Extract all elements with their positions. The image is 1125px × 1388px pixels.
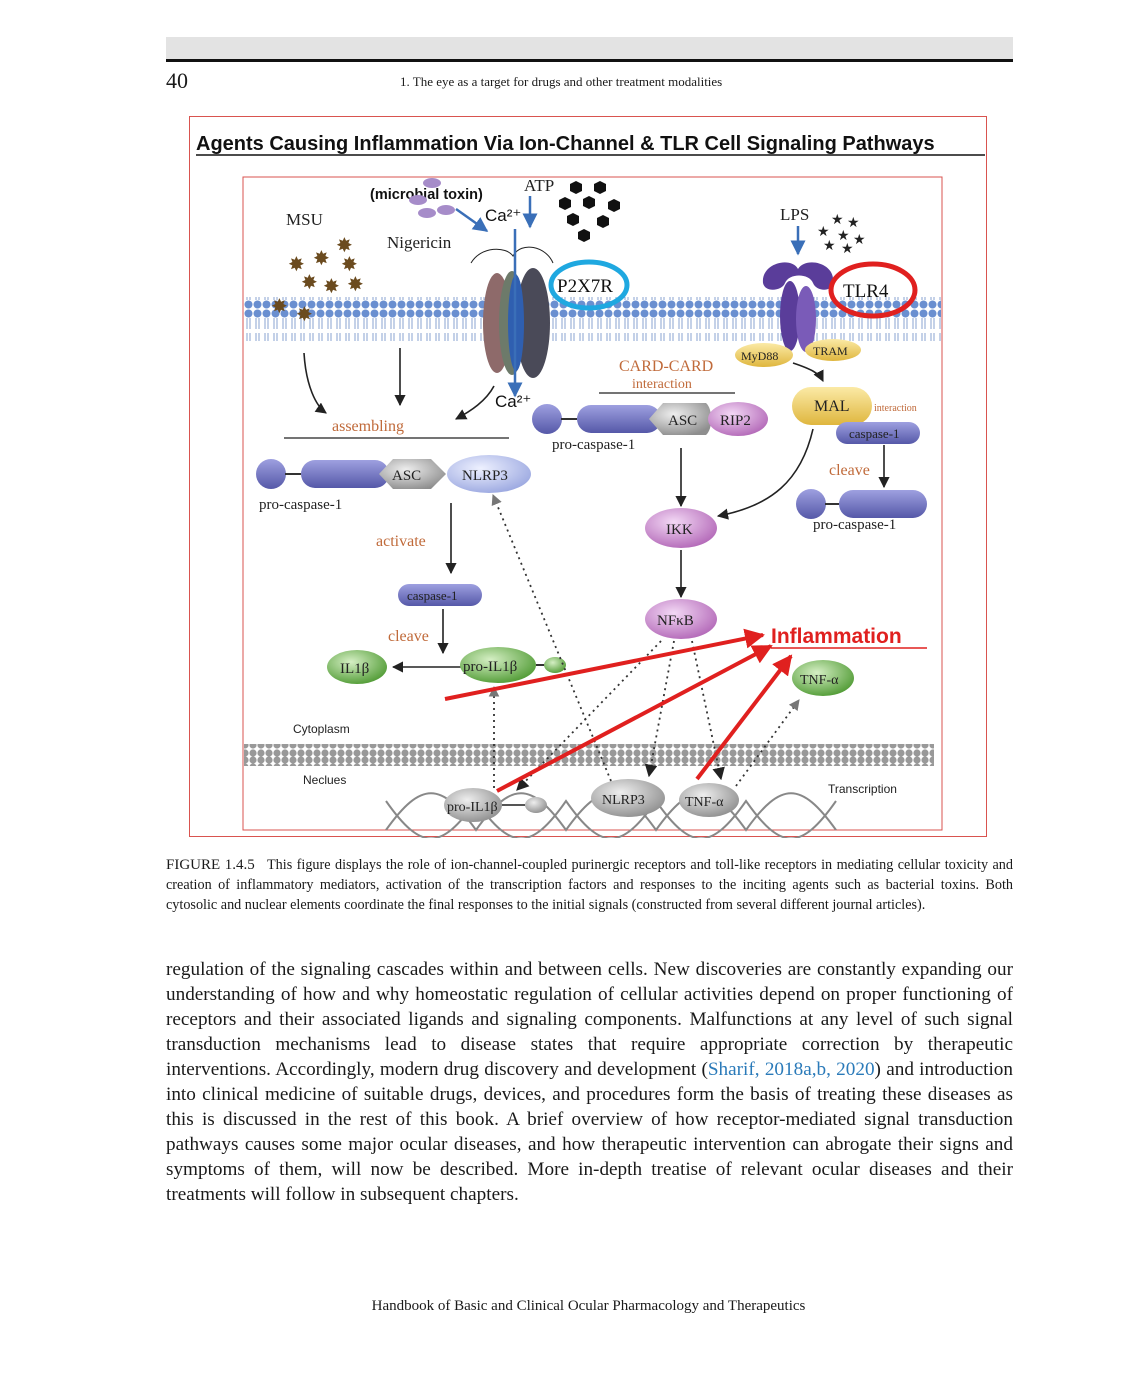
citation-link[interactable]: Sharif, 2018a,b, 2020 bbox=[707, 1059, 875, 1080]
mal-interaction-label: interaction bbox=[874, 403, 917, 414]
msu-label: MSU bbox=[286, 210, 323, 229]
caption-text: This figure displays the role of ion-cha… bbox=[166, 857, 1013, 913]
myd88-label: MyD88 bbox=[741, 349, 778, 363]
nfkb-label: NFκB bbox=[657, 613, 694, 629]
svg-text:✸: ✸ bbox=[288, 254, 305, 276]
svg-text:★: ★ bbox=[837, 229, 850, 244]
tnf-nuc-label: TNF-α bbox=[685, 795, 724, 810]
activate-label: activate bbox=[376, 533, 426, 550]
svg-text:★: ★ bbox=[817, 225, 830, 240]
inflammation-arrows bbox=[444, 628, 793, 793]
ca-bottom-label: Ca²⁺ bbox=[495, 392, 531, 411]
caspase-complex-mid bbox=[532, 402, 768, 436]
caspase-right-label: caspase-1 bbox=[849, 426, 900, 441]
svg-text:★: ★ bbox=[831, 213, 844, 228]
svg-text:✸: ✸ bbox=[271, 296, 288, 318]
svg-text:✸: ✸ bbox=[301, 272, 318, 294]
nuclear-membrane bbox=[244, 744, 934, 766]
page-footer: Handbook of Basic and Clinical Ocular Ph… bbox=[371, 1298, 806, 1314]
asc-rip-label: ASC bbox=[668, 413, 697, 429]
transcription-label: Transcription bbox=[828, 782, 897, 796]
body-text-before: regulation of the signaling cascades wit… bbox=[166, 959, 1013, 1080]
nucleus-label: Neclues bbox=[303, 773, 346, 787]
il1b-label: IL1β bbox=[340, 661, 369, 677]
figure-diagram: Agents Causing Inflammation Via Ion-Chan… bbox=[196, 133, 985, 838]
figure-caption: FIGURE 1.4.5 This figure displays the ro… bbox=[166, 855, 1013, 915]
running-head: 1. The eye as a target for drugs and oth… bbox=[400, 74, 723, 89]
asc-left-label: ASC bbox=[392, 468, 421, 484]
figure: Agents Causing Inflammation Via Ion-Chan… bbox=[189, 116, 987, 838]
inflammation-label: Inflammation bbox=[771, 625, 902, 648]
lps-label: LPS bbox=[780, 205, 809, 224]
header-rule bbox=[166, 59, 1013, 62]
svg-text:✸: ✸ bbox=[347, 274, 364, 296]
body-paragraph: regulation of the signaling cascades wit… bbox=[166, 957, 1013, 1207]
atp-molecules bbox=[559, 181, 620, 242]
dotted-arrows bbox=[488, 494, 800, 791]
svg-text:★: ★ bbox=[847, 216, 860, 231]
p2x7r-channel bbox=[470, 246, 554, 378]
cytoplasm-label: Cytoplasm bbox=[293, 722, 350, 736]
cell-membrane bbox=[244, 297, 941, 341]
pro-il1b-nuc-label: pro-IL1β bbox=[447, 800, 498, 815]
nigericin-label: Nigericin bbox=[387, 233, 452, 252]
body-text-after: ) and introduction into clinical medicin… bbox=[166, 1059, 1013, 1205]
cleave-right-label: cleave bbox=[829, 462, 870, 479]
svg-text:★: ★ bbox=[853, 233, 866, 248]
pro-caspase-mid-label: pro-caspase-1 bbox=[552, 437, 635, 453]
nlrp3-left-label: NLRP3 bbox=[462, 468, 508, 484]
p2x7r-ring bbox=[548, 259, 630, 311]
caspase-left-label: caspase-1 bbox=[407, 588, 458, 603]
lps-molecules: ★ ★ ★ ★ ★ ★ ★ bbox=[817, 213, 866, 257]
figure-label: FIGURE 1.4.5 bbox=[166, 857, 255, 873]
svg-text:★: ★ bbox=[823, 239, 836, 254]
svg-text:★: ★ bbox=[841, 242, 854, 257]
svg-text:✸: ✸ bbox=[341, 254, 358, 276]
svg-text:✸: ✸ bbox=[313, 248, 330, 270]
card-card-label: CARD-CARD bbox=[619, 358, 713, 375]
mal-label: MAL bbox=[814, 398, 850, 415]
tram-label: TRAM bbox=[813, 344, 848, 358]
pro-caspase-right-label: pro-caspase-1 bbox=[813, 517, 896, 533]
cleave-left-label: cleave bbox=[388, 628, 429, 645]
caspase-complex-left bbox=[256, 455, 531, 493]
header-bar bbox=[166, 37, 1013, 59]
figure-title: Agents Causing Inflammation Via Ion-Chan… bbox=[196, 133, 935, 155]
page-number: 40 bbox=[166, 68, 188, 93]
nlrp3-nuc-label: NLRP3 bbox=[602, 793, 645, 808]
toxin-molecules bbox=[409, 178, 455, 218]
card-interaction-label: interaction bbox=[632, 377, 692, 392]
atp-label: ATP bbox=[524, 176, 554, 195]
msu-crystals: ✸ ✸ ✸ ✸ ✸ ✸ ✸ ✸ ✸ bbox=[271, 235, 364, 326]
tnf-cyto-label: TNF-α bbox=[800, 673, 839, 688]
pro-caspase-left-label: pro-caspase-1 bbox=[259, 497, 342, 513]
svg-text:✸: ✸ bbox=[336, 235, 353, 257]
assembling-label: assembling bbox=[332, 418, 404, 435]
ikk-label: IKK bbox=[666, 522, 693, 538]
p2x7r-label: P2X7R bbox=[557, 276, 613, 297]
pro-il1b-label: pro-IL1β bbox=[463, 659, 517, 675]
tlr4-receptor bbox=[762, 262, 834, 352]
svg-text:✸: ✸ bbox=[296, 304, 313, 326]
ca-top-label: Ca²⁺ bbox=[485, 206, 521, 225]
microbial-toxin-label: (microbial toxin) bbox=[370, 187, 483, 203]
tlr4-label: TLR4 bbox=[843, 281, 889, 302]
svg-text:✸: ✸ bbox=[323, 276, 340, 298]
rip2-label: RIP2 bbox=[720, 413, 751, 429]
tlr4-ring bbox=[828, 261, 918, 319]
